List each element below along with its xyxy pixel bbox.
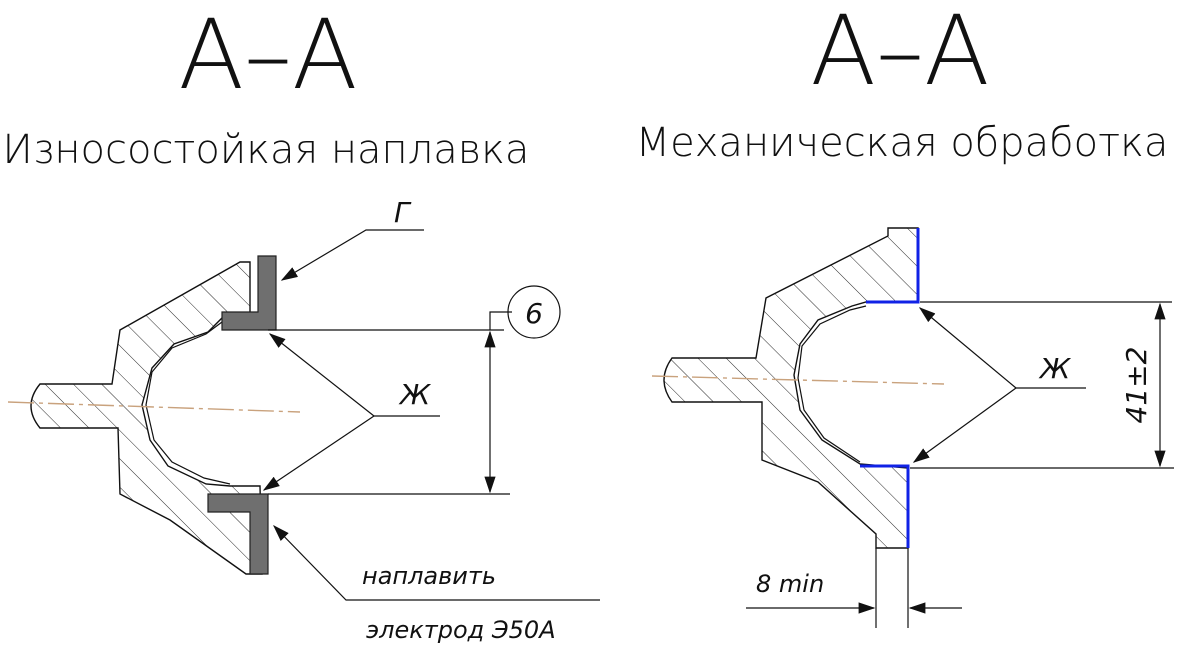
right-callout-zh-label: Ж: [1038, 352, 1072, 385]
right-callout-zh-arrow-bottom: [912, 387, 1017, 463]
right-center-axis: [651, 375, 945, 385]
machined-edge-bottom: [860, 464, 910, 548]
callout-zh-arrow-top: [268, 333, 375, 417]
callout-g-leader: [280, 229, 424, 281]
machined-edge-top: [866, 228, 920, 304]
callout-g-label: Г: [394, 196, 412, 229]
dimension-bubble: [507, 285, 561, 339]
dim-horizontal-label: 8 min: [756, 570, 824, 598]
right-subtitle: Механическая обработка: [636, 120, 1169, 166]
right-callout-zh-arrow-top: [918, 307, 1017, 389]
left-part-section: [30, 261, 263, 575]
left-subtitle: Износостойкая наплавка: [3, 127, 530, 173]
left-bubble-leader: [489, 311, 512, 330]
note-line-1: наплавить: [362, 562, 496, 590]
callout-zh-arrow-bottom: [262, 415, 375, 491]
left-callout-zh-label: Ж: [398, 378, 432, 411]
right-view: А–А Механическая обработка 41±2 Ж 8 min: [636, 0, 1174, 628]
left-inner-cavity: [145, 321, 231, 485]
weld-overlay-top: [221, 255, 277, 331]
left-center-axis: [7, 401, 301, 413]
note-leader: [273, 524, 600, 601]
right-inner-cavity: [797, 305, 867, 463]
left-view: А–А Износостойкая наплавка 6 Г Ж наплави…: [3, 0, 600, 644]
right-section-title: А–А: [810, 0, 989, 107]
note-line-2: электрод Э50А: [366, 616, 556, 644]
bubble-number: 6: [525, 297, 543, 330]
left-section-title: А–А: [178, 0, 357, 111]
right-part-section: [663, 227, 919, 549]
dim-vertical-label: 41±2: [1120, 347, 1153, 424]
